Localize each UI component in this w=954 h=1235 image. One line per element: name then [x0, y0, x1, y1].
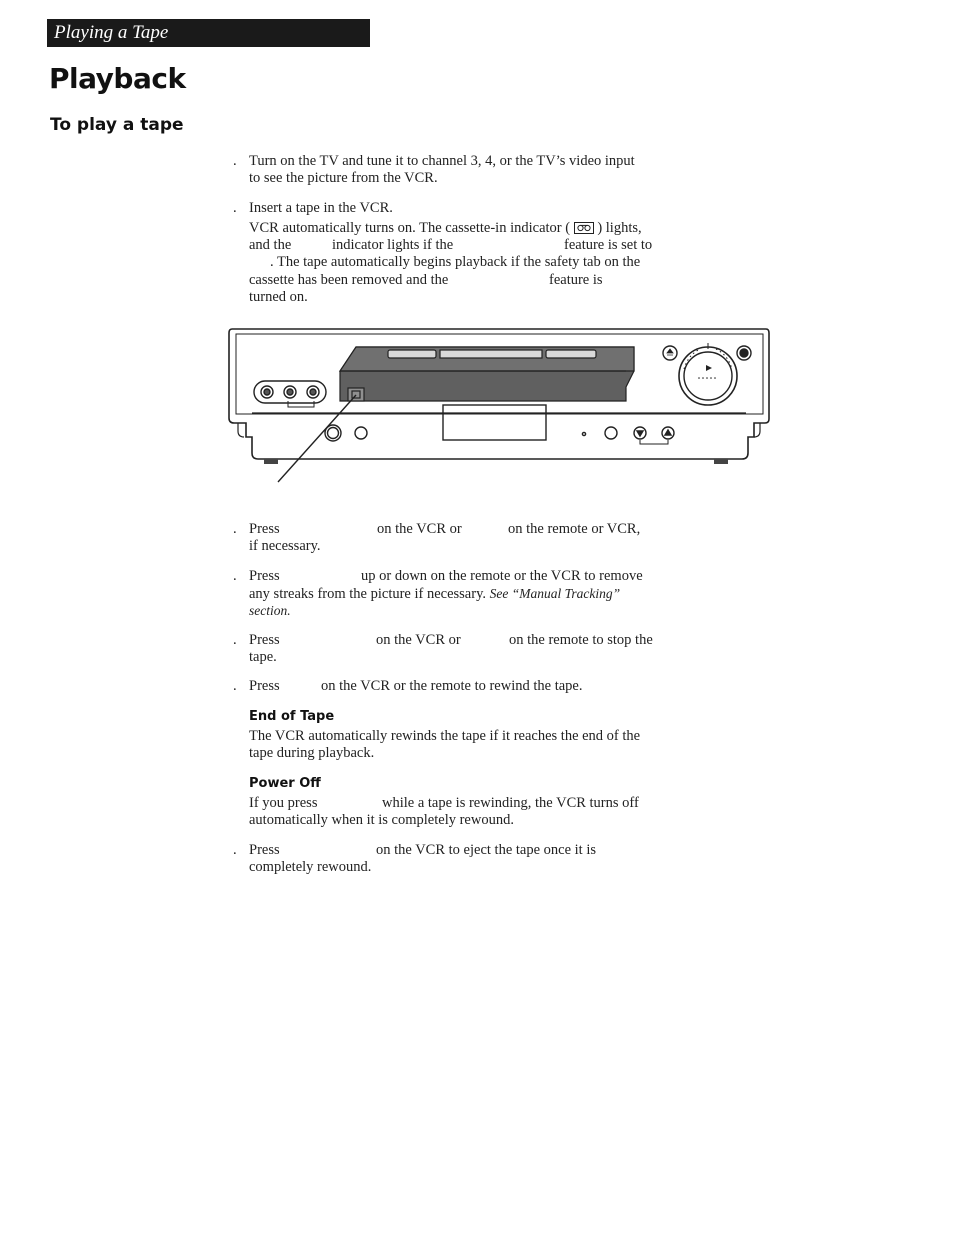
step-3-a: Press [249, 521, 280, 537]
step-2-number: . [233, 200, 237, 216]
step-7-c: completely rewound. [249, 859, 372, 875]
step-1-number: . [233, 153, 237, 169]
step-2-line-2: VCR automatically turns on. The cassette… [249, 220, 642, 237]
step-3-d: if necessary. [249, 538, 321, 554]
step-6-number: . [233, 678, 237, 694]
section-header-label: Playing a Tape [54, 22, 169, 43]
section-header-bar: Playing a Tape [47, 19, 370, 47]
step-4-c-ref: See “Manual Tracking” [489, 586, 621, 601]
step-6-a: Press [249, 678, 280, 694]
step-4-d-ref: section. [249, 603, 291, 618]
step-3-number: . [233, 521, 237, 537]
step-2-line-2b: ) lights, [597, 220, 642, 236]
step-5-c: on the remote to stop the [509, 632, 653, 648]
step-4-a: Press [249, 568, 280, 584]
step-7-b: on the VCR to eject the tape once it is [376, 842, 596, 858]
power-off-c: automatically when it is completely rewo… [249, 812, 514, 828]
step-2-line-4: . The tape automatically begins playback… [270, 254, 641, 270]
vcr-front-illustration [228, 328, 770, 483]
step-4-number: . [233, 568, 237, 584]
end-of-tape-line-2: tape during playback. [249, 745, 375, 761]
step-3-c: on the remote or VCR, [508, 521, 641, 537]
cassette-icon [573, 222, 594, 234]
power-off-heading: Power Off [249, 776, 321, 791]
step-4-b: up or down on the remote or the VCR to r… [361, 568, 643, 584]
step-5-number: . [233, 632, 237, 648]
section-title: To play a tape [50, 115, 184, 135]
step-2-line-2a: VCR automatically turns on. The cassette… [249, 220, 571, 236]
step-7-number: . [233, 842, 237, 858]
step-1-line-1: Turn on the TV and tune it to channel 3,… [249, 153, 635, 169]
step-2-line-1: Insert a tape in the VCR. [249, 200, 393, 216]
end-of-tape-heading: End of Tape [249, 709, 335, 724]
step-6-b: on the VCR or the remote to rewind the t… [321, 678, 583, 694]
power-off-b: while a tape is rewinding, the VCR turns… [382, 795, 639, 811]
step-5-a: Press [249, 632, 280, 648]
step-4-c: any streaks from the picture if necessar… [249, 585, 620, 603]
step-2-line-5b: feature is [549, 272, 603, 288]
step-2-line-3a: and the [249, 237, 292, 253]
step-1-line-2: to see the picture from the VCR. [249, 170, 438, 186]
page-title: Playback [49, 62, 186, 95]
step-2-line-6: turned on. [249, 289, 308, 305]
power-off-a: If you press [249, 795, 318, 811]
step-2-line-3b: indicator lights if the [332, 237, 454, 253]
step-2-line-5a: cassette has been removed and the [249, 272, 449, 288]
end-of-tape-line-1: The VCR automatically rewinds the tape i… [249, 728, 641, 744]
step-3-b: on the VCR or [377, 521, 462, 537]
step-5-b: on the VCR or [376, 632, 461, 648]
step-7-a: Press [249, 842, 280, 858]
step-5-d: tape. [249, 649, 277, 665]
step-2-line-3c: feature is set to [564, 237, 653, 253]
step-4-c-text: any streaks from the picture if necessar… [249, 586, 487, 602]
